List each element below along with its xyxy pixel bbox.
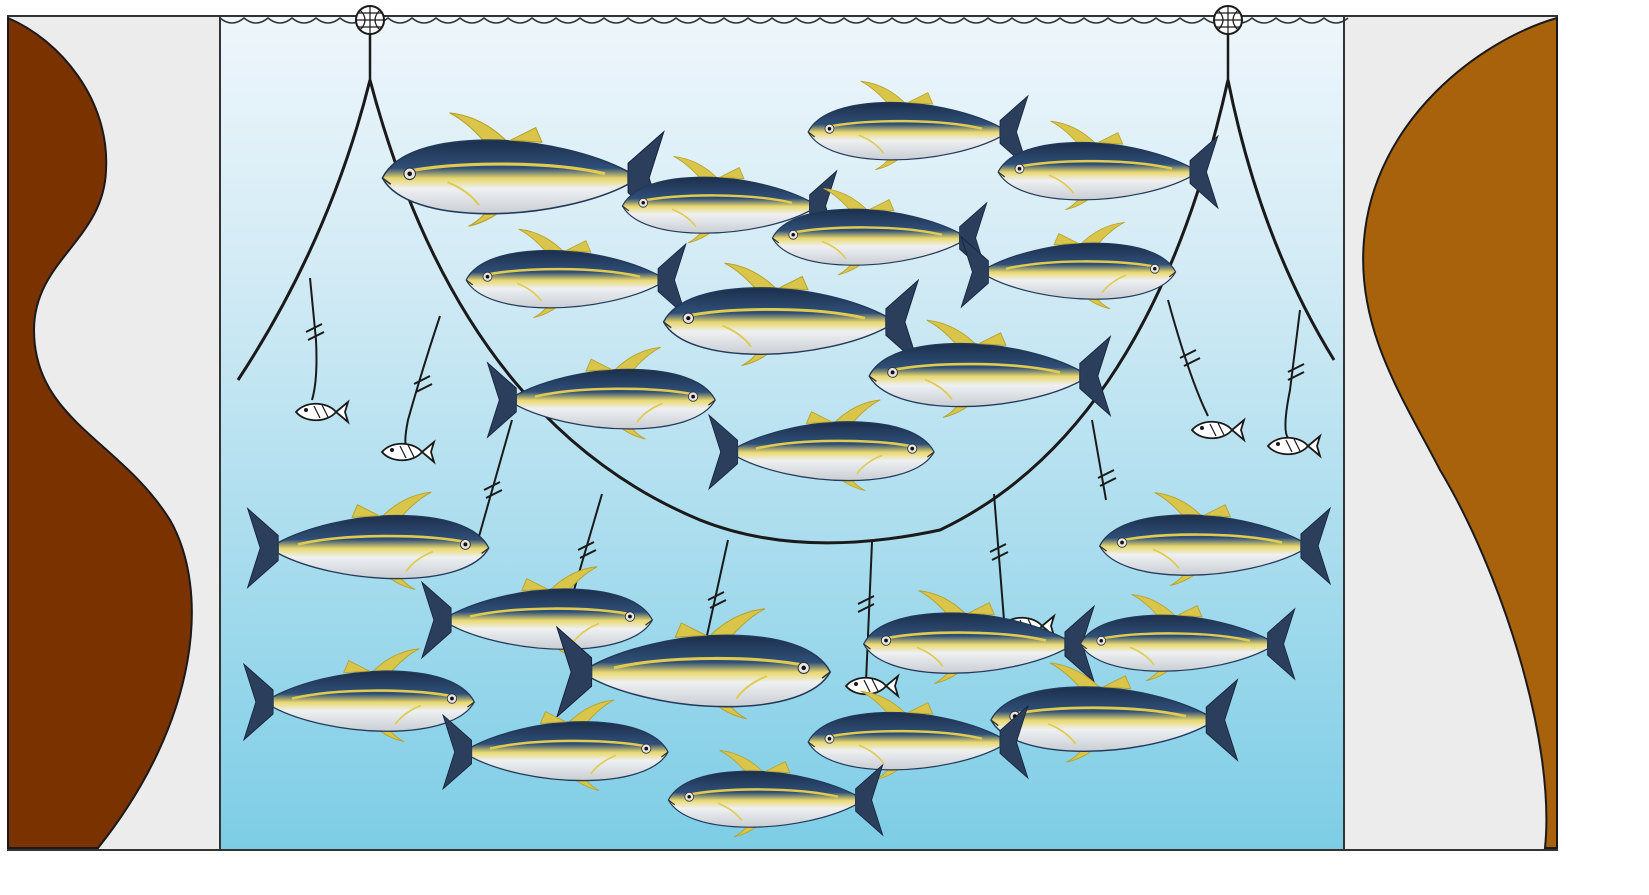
float-buoy-icon [356,6,384,34]
float-buoy-icon [1214,6,1242,34]
